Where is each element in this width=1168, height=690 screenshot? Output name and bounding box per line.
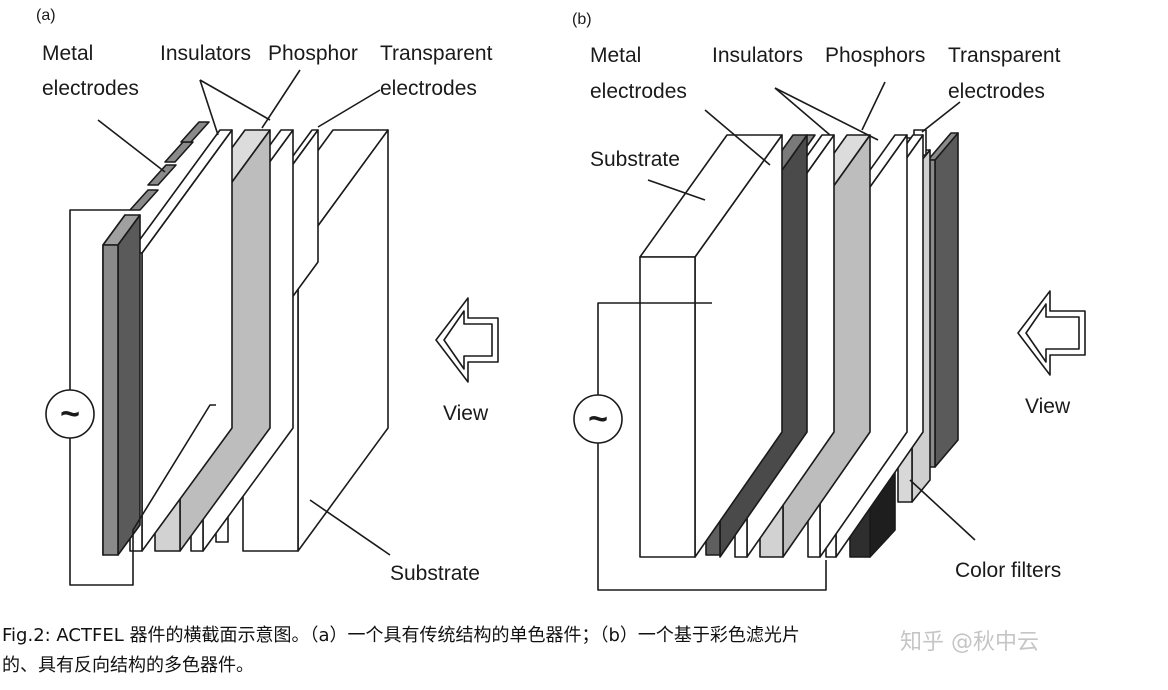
metal-electrode-a <box>102 121 210 556</box>
label-transparent-a-2: electrodes <box>380 77 477 100</box>
watermark: 知乎 @秋中云 <box>900 630 1039 655</box>
label-color-filters-b: Color filters <box>955 559 1061 582</box>
label-metal-b-1: Metal <box>590 44 641 67</box>
panel-b-tag: (b) <box>572 11 592 28</box>
label-substrate-a: Substrate <box>390 562 480 585</box>
label-metal-a-1: Metal <box>42 42 93 65</box>
label-metal-a-2: electrodes <box>42 77 139 100</box>
label-view-a: View <box>443 402 489 425</box>
label-transparent-a-1: Transparent <box>380 42 493 65</box>
label-substrate-b: Substrate <box>590 148 680 171</box>
leaders-a <box>97 69 391 556</box>
view-arrow-b <box>1017 290 1086 376</box>
caption-line-1: Fig.2: ACTFEL 器件的横截面示意图。（a）一个具有传统结构的单色器件… <box>2 625 800 646</box>
ac-symbol-a: ~ <box>60 395 80 433</box>
label-phosphor-a: Phosphor <box>268 42 358 65</box>
ac-source-b-symbol <box>573 394 623 444</box>
view-arrow-a <box>435 297 499 383</box>
actfel-diagram: (a) <box>36 7 1086 591</box>
substrate-b <box>639 134 783 558</box>
ac-symbol-b: ~ <box>588 400 608 438</box>
figure-caption: Fig.2: ACTFEL 器件的横截面示意图。（a）一个具有传统结构的单色器件… <box>2 621 1166 681</box>
label-metal-b-2: electrodes <box>590 80 687 103</box>
label-phosphors-b: Phosphors <box>825 44 925 67</box>
label-transparent-b-2: electrodes <box>948 80 1045 103</box>
label-transparent-b-1: Transparent <box>948 44 1061 67</box>
ac-circuit-a <box>45 209 216 586</box>
label-insulators-b: Insulators <box>712 44 803 67</box>
leaders-b <box>647 81 976 541</box>
panel-a: (a) <box>36 7 499 586</box>
label-insulators-a: Insulators <box>160 42 251 65</box>
ac-source-a-symbol <box>45 389 95 439</box>
caption-line-2: 的、具有反向结构的多色器件。 <box>2 655 254 676</box>
panel-a-tag: (a) <box>36 7 56 24</box>
ac-circuit-b <box>573 302 827 591</box>
label-view-b: View <box>1025 395 1071 418</box>
panel-b: (b) <box>572 11 1086 591</box>
